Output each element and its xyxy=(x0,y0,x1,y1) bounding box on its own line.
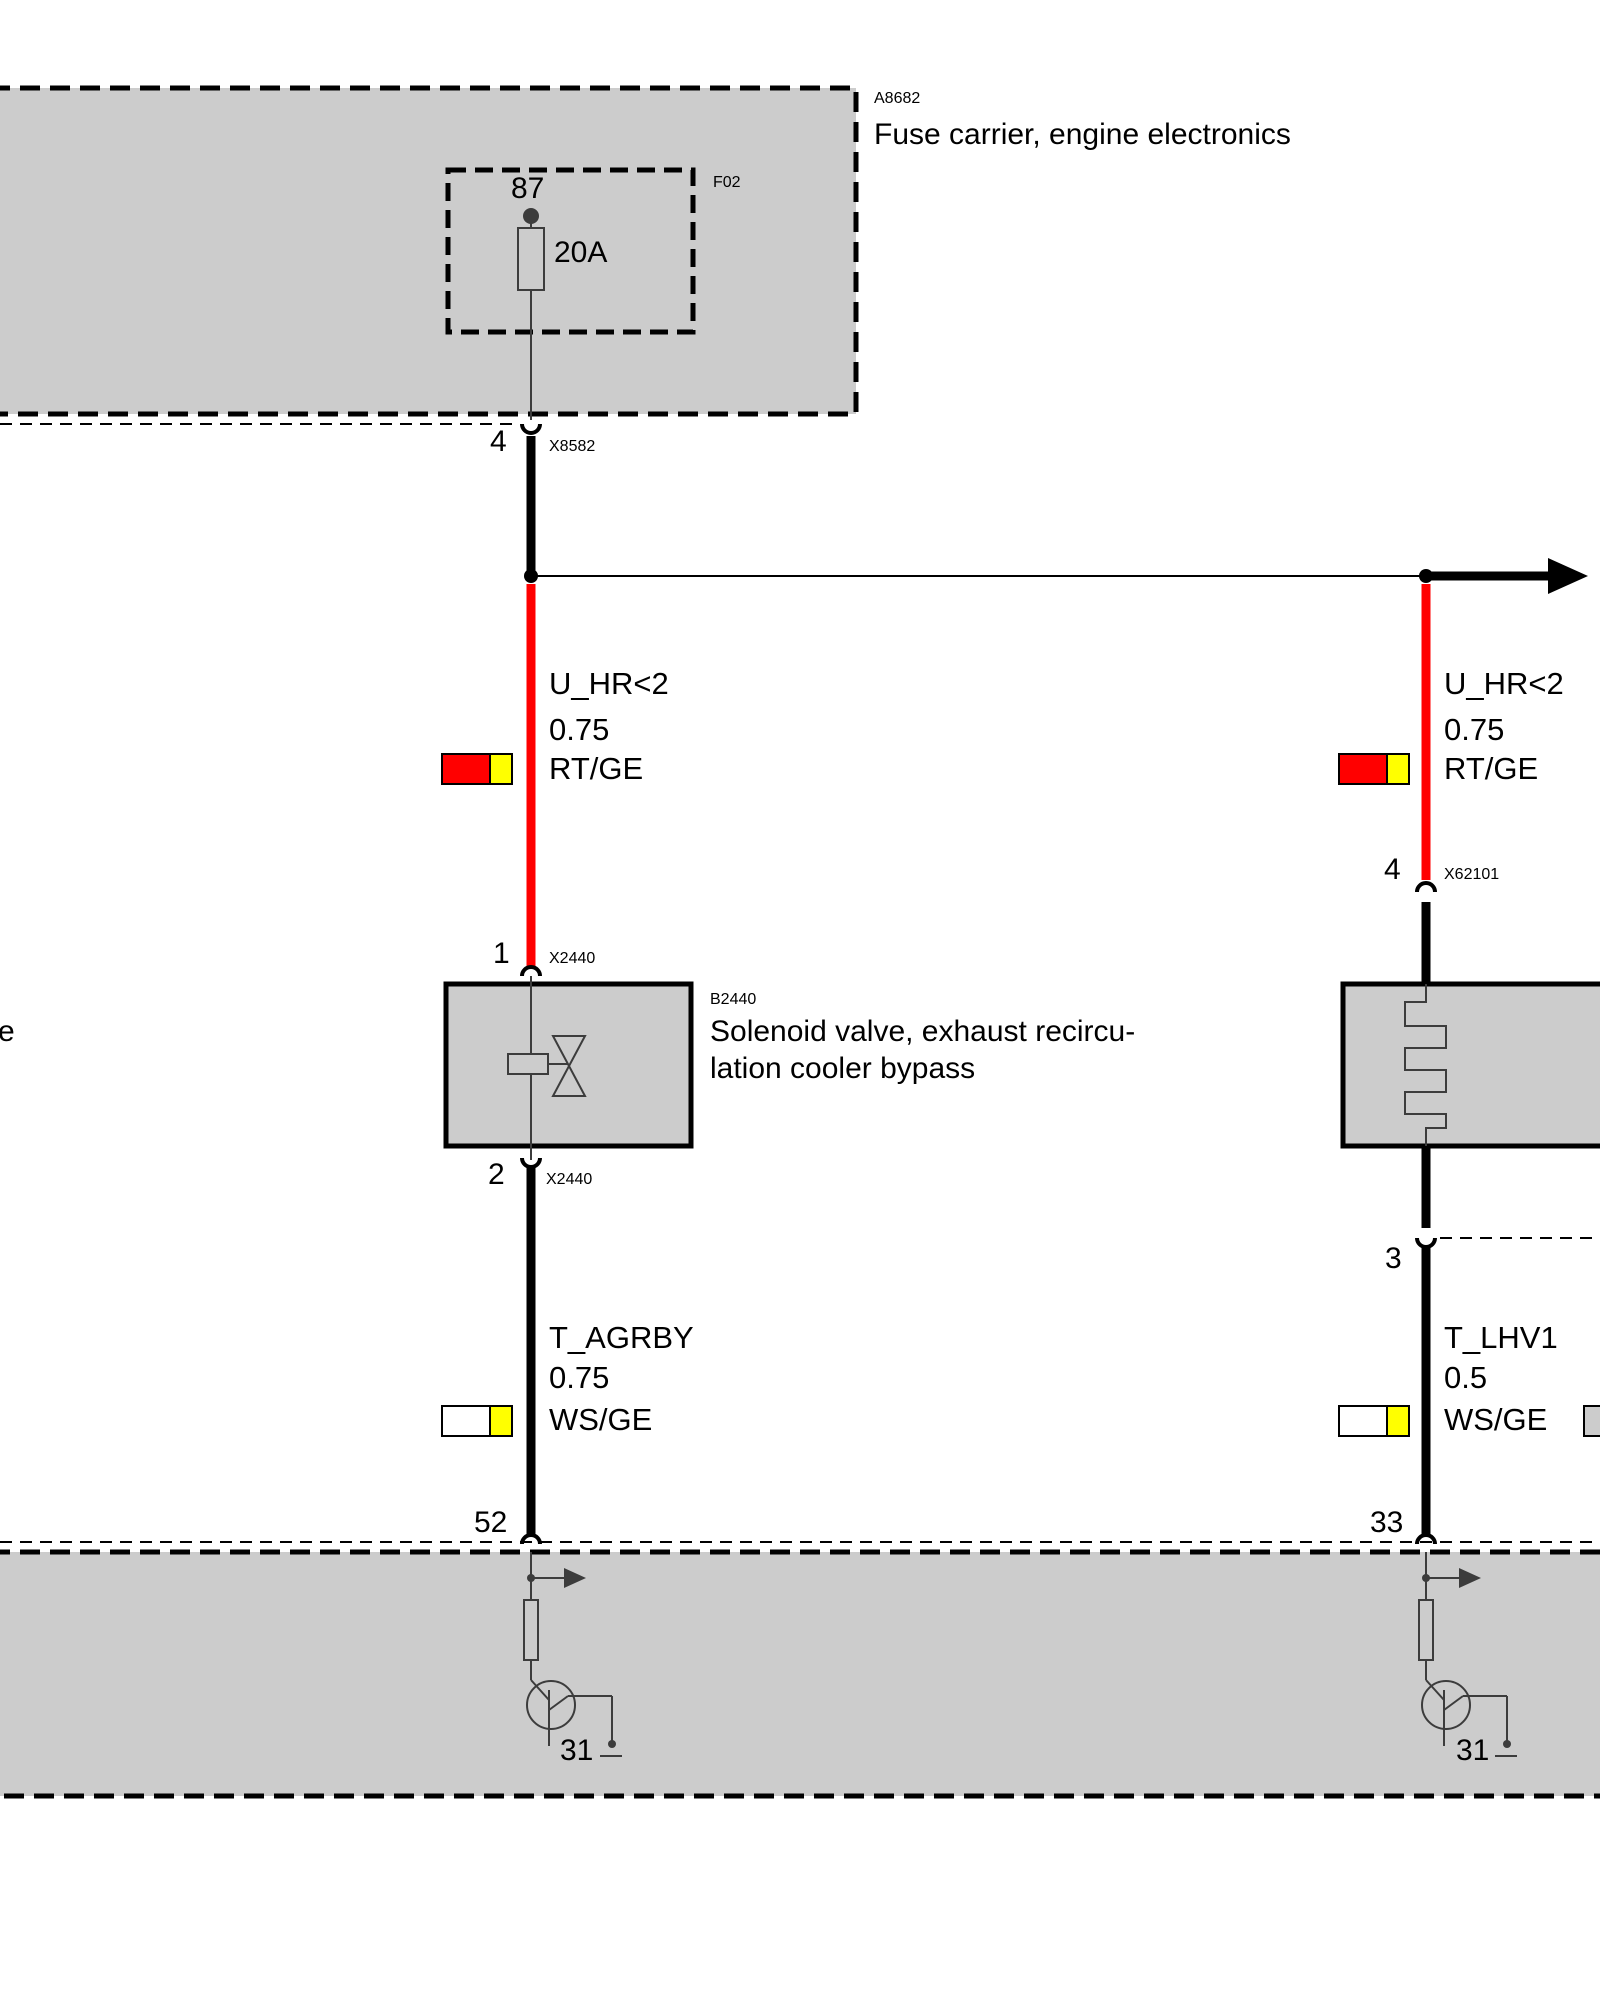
fuse-id: F02 xyxy=(713,174,741,191)
fuse-terminal-label: 87 xyxy=(511,172,544,205)
wire-right-upper-gauge: 0.75 xyxy=(1444,712,1504,747)
wire-right-lower-color-swatch xyxy=(1338,1405,1410,1437)
transistor-icon xyxy=(1421,1680,1471,1730)
connector-x62101-id: X62101 xyxy=(1444,866,1499,883)
continuation-arrow-icon xyxy=(1548,558,1588,594)
fuse-housing xyxy=(445,167,696,335)
cut-off-label-left: e xyxy=(0,1015,15,1048)
connector-right-lower-pin: 3 xyxy=(1385,1242,1402,1275)
wire-right-upper-color-code: RT/GE xyxy=(1444,751,1538,786)
connector-pin52-label: 52 xyxy=(474,1506,507,1539)
connector-x62101-symbol xyxy=(1415,881,1437,893)
wire-left-upper-gauge: 0.75 xyxy=(549,712,609,747)
left-branch: 4 X8582 U_HR<2 0.75 RT/GE 1 X2440 B2440 … xyxy=(441,423,1135,1534)
wire-left-lower-color-code: WS/GE xyxy=(549,1402,652,1437)
solenoid-coil-icon xyxy=(507,1053,549,1075)
connector-x2440-bottom-id: X2440 xyxy=(546,1171,592,1188)
solenoid-valve-name-line1: Solenoid valve, exhaust recircu- xyxy=(710,1015,1135,1048)
connector-x2440-top-pin: 1 xyxy=(493,937,510,970)
solenoid-valve-name-line2: lation cooler bypass xyxy=(710,1052,975,1085)
signal-arrow-icon xyxy=(1459,1568,1481,1588)
wire-left-upper-color-code: RT/GE xyxy=(549,751,643,786)
fuse-carrier-box xyxy=(0,85,859,417)
right-feed xyxy=(531,558,1588,594)
wire-right-lower-gauge: 0.5 xyxy=(1444,1360,1487,1395)
connector-x2440-top-id: X2440 xyxy=(549,950,595,967)
wire-right-upper-signal: U_HR<2 xyxy=(1444,666,1564,701)
control-unit-module: 52 33 31 xyxy=(0,1506,1600,1799)
connector-right-lower-symbol xyxy=(1415,1237,1437,1249)
heater-box xyxy=(1340,981,1600,1149)
partial-swatch-right-edge xyxy=(1583,1405,1600,1437)
heater-component xyxy=(1340,981,1600,1149)
ground-label-left: 31 xyxy=(560,1734,593,1767)
wire-right-lower-signal: T_LHV1 xyxy=(1444,1320,1558,1355)
connector-x8582-symbol xyxy=(520,423,542,435)
connector-pin52-symbol xyxy=(520,1533,542,1545)
connector-pin33-symbol xyxy=(1415,1533,1437,1545)
wire-left-lower-signal: T_AGRBY xyxy=(549,1320,694,1355)
resistor-icon xyxy=(523,1599,539,1661)
ground-label-right: 31 xyxy=(1456,1734,1489,1767)
wire-left-upper-color-swatch xyxy=(441,753,513,785)
fuse-rating: 20A xyxy=(554,236,607,269)
heating-element-icon xyxy=(1404,984,1447,1146)
driver-stage-left: 31 xyxy=(523,1552,622,1767)
control-unit-box xyxy=(0,1549,1600,1799)
valve-icon xyxy=(551,1035,587,1097)
transistor-icon xyxy=(526,1680,576,1730)
fuse-carrier-name: Fuse carrier, engine electronics xyxy=(874,118,1291,151)
solenoid-valve-b2440: B2440 Solenoid valve, exhaust recircu- l… xyxy=(443,976,1135,1160)
connector-x8582-pin: 4 xyxy=(490,425,507,458)
signal-arrow-icon xyxy=(564,1568,586,1588)
wire-left-lower-gauge: 0.75 xyxy=(549,1360,609,1395)
wire-right-upper-color-swatch xyxy=(1338,753,1410,785)
connector-x62101-pin: 4 xyxy=(1384,853,1401,886)
wire-left-upper-signal: U_HR<2 xyxy=(549,666,669,701)
wire-right-lower-color-code: WS/GE xyxy=(1444,1402,1547,1437)
solenoid-valve-id: B2440 xyxy=(710,991,756,1008)
connector-x2440-bottom-symbol xyxy=(520,1157,542,1169)
connector-x2440-bottom-pin: 2 xyxy=(488,1158,505,1191)
connector-pin33-label: 33 xyxy=(1370,1506,1403,1539)
connector-x2440-top-symbol xyxy=(520,965,542,977)
fuse-carrier-id: A8682 xyxy=(874,90,920,107)
wire-left-lower-color-swatch xyxy=(441,1405,513,1437)
resistor-icon xyxy=(1418,1599,1434,1661)
fuse-f02: F02 87 20A xyxy=(445,167,741,420)
right-branch: U_HR<2 0.75 RT/GE 4 X62101 3 T_LHV1 0.5 … xyxy=(1338,584,1600,1534)
fuse-carrier-module: A8682 Fuse carrier, engine electronics F… xyxy=(0,85,1291,425)
fuse-icon xyxy=(517,227,545,291)
connector-x8582-id: X8582 xyxy=(549,438,595,455)
driver-stage-right: 31 xyxy=(1418,1552,1517,1767)
